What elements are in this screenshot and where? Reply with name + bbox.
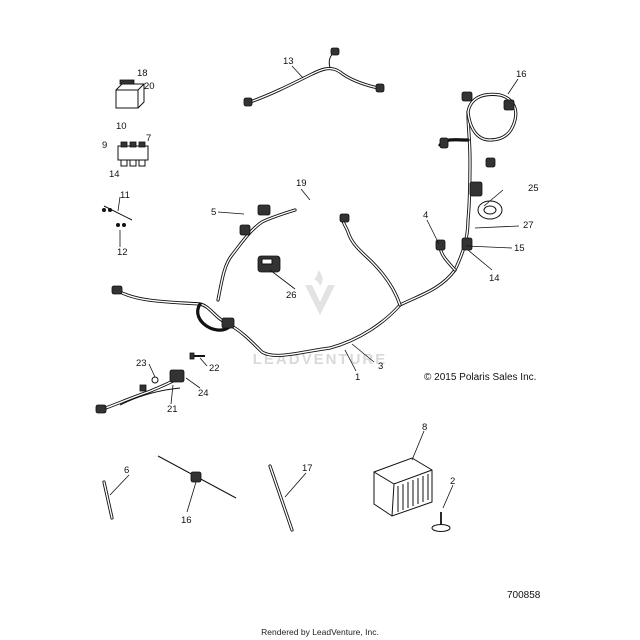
bolt-item-22 [189,352,205,360]
callout-numbers: 1 2 3 4 5 6 7 8 9 10 11 12 13 14 14 15 1… [102,56,539,526]
callout-24: 24 [198,388,209,399]
watermark-text: LEADVENTURE [253,351,388,368]
callout-6: 6 [124,465,129,476]
bracket-items-11-12 [102,205,133,227]
main-wire-harness [111,91,518,358]
grommet-item-25 [477,200,503,220]
callout-25: 25 [528,183,539,194]
footer-credit: Rendered by LeadVenture, Inc. [261,627,379,637]
callout-26: 26 [286,290,297,301]
callout-11: 11 [120,190,130,201]
sub-harness-items-21-23-24 [95,369,185,414]
callout-8: 8 [422,422,427,433]
callout-10: 10 [116,121,127,132]
callout-21: 21 [167,404,178,415]
relay-block-items-7-9-10-14 [117,141,149,167]
callout-9: 9 [102,140,107,151]
callout-23: 23 [136,358,147,369]
harness-item-13 [243,47,385,107]
callout-14-relay: 14 [109,169,120,180]
callout-18: 18 [137,68,148,79]
fuse-box-items-18-20 [115,79,146,109]
callout-13: 13 [283,56,294,67]
callout-17: 17 [302,463,313,474]
callout-3: 3 [378,361,383,372]
callout-19: 19 [296,178,307,189]
callout-1: 1 [355,372,360,383]
callout-14-harness: 14 [489,273,500,284]
callout-2: 2 [450,476,455,487]
callout-15: 15 [514,243,525,254]
callout-5: 5 [211,207,216,218]
screw-item-2 [431,512,451,532]
module-item-26 [257,255,281,273]
regulator-item-8 [373,457,433,517]
tie-item-6 [102,480,114,520]
callout-4: 4 [423,210,428,221]
callout-16-clip: 16 [181,515,192,526]
copyright-notice: © 2015 Polaris Sales Inc. [424,372,536,383]
callout-20: 20 [144,81,155,92]
leader-lines [109,65,520,513]
tie-item-17 [268,464,294,532]
callout-7: 7 [146,133,151,144]
diagram-number: 700858 [507,590,541,601]
callout-22: 22 [209,363,220,374]
leadventure-watermark: LEADVENTURE [253,270,388,368]
clip-tie-item-16 [157,455,237,499]
callout-27: 27 [523,220,534,231]
callout-16-harness: 16 [516,69,527,80]
callout-12: 12 [117,247,128,258]
